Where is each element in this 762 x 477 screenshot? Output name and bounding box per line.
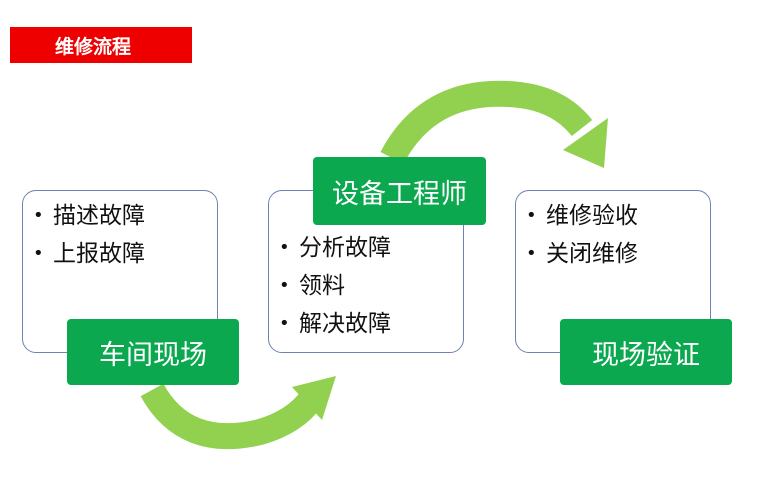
arrow-step1-to-step2 <box>140 383 323 450</box>
list-item: •领料 <box>279 273 345 299</box>
item-text: 解决故障 <box>299 311 391 337</box>
page-title: 维修流程 <box>10 27 192 63</box>
step-label-workshop: 车间现场 <box>67 319 239 385</box>
item-text: 描述故障 <box>53 203 145 229</box>
list-item: •分析故障 <box>279 235 391 261</box>
item-text: 分析故障 <box>299 235 391 261</box>
item-text: 领料 <box>299 273 345 299</box>
list-item: •维修验收 <box>526 203 638 229</box>
step-label-verification: 现场验证 <box>560 319 732 385</box>
list-item: •关闭维修 <box>526 241 638 267</box>
item-text: 维修验收 <box>546 203 638 229</box>
step-1-list: •描述故障 •上报故障 <box>33 197 145 273</box>
arrow-head-top <box>563 118 608 168</box>
step-2-list: •分析故障 •领料 •解决故障 <box>279 229 391 343</box>
arrow-step2-to-step3 <box>380 80 593 165</box>
item-text: 上报故障 <box>53 241 145 267</box>
item-text: 关闭维修 <box>546 241 638 267</box>
arrow-head-bottom <box>292 376 336 420</box>
step-label-engineer: 设备工程师 <box>313 157 486 225</box>
step-3-list: •维修验收 •关闭维修 <box>526 197 638 273</box>
list-item: •解决故障 <box>279 311 391 337</box>
list-item: •上报故障 <box>33 241 145 267</box>
list-item: •描述故障 <box>33 203 145 229</box>
